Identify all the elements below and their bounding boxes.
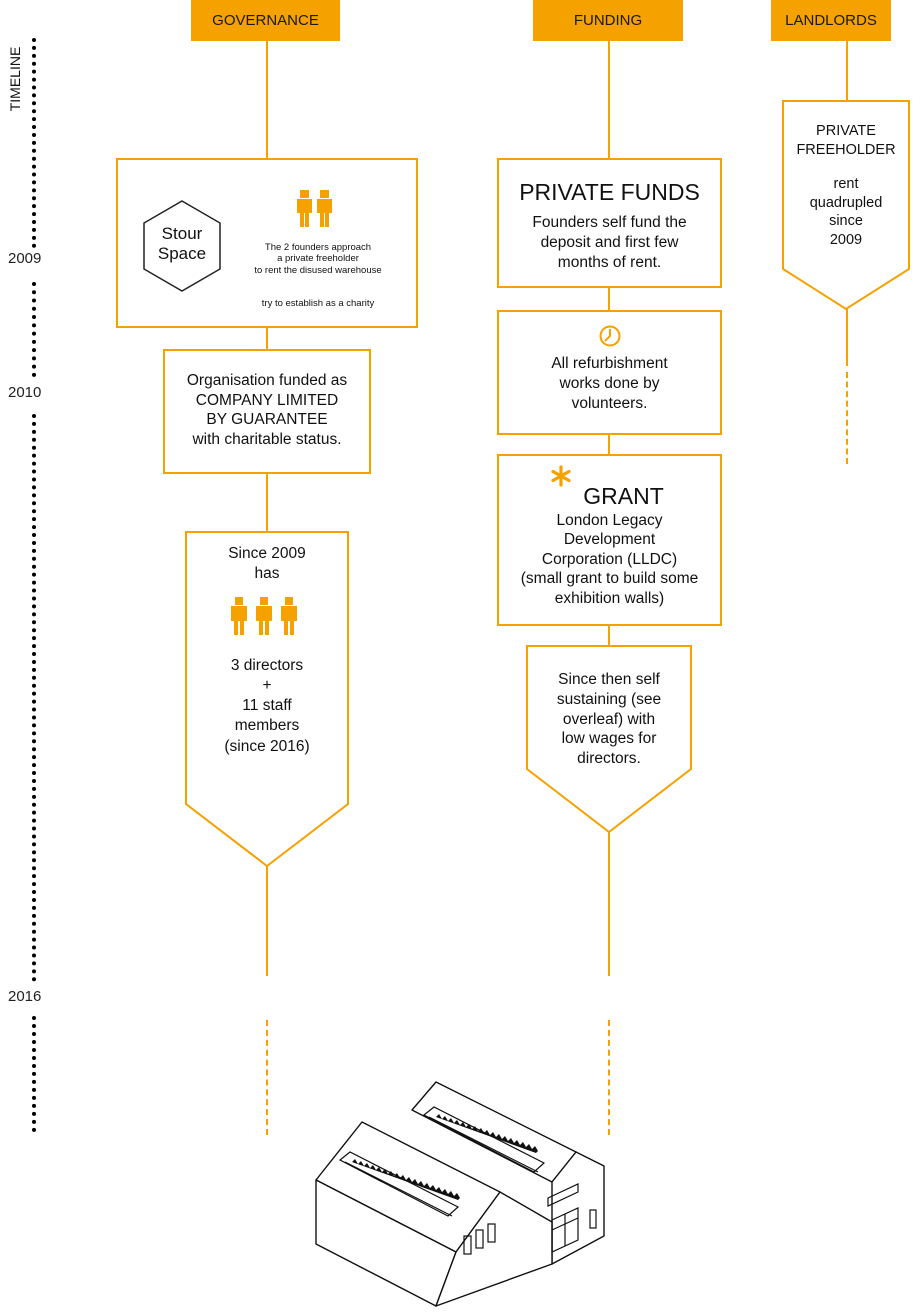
grant-line: London Legacy (556, 512, 663, 529)
private-funds-box: PRIVATE FUNDS Founders self fund the dep… (497, 158, 722, 288)
refurbishment-text: All refurbishment works done by voluntee… (499, 354, 720, 414)
freeholder-shape (782, 100, 910, 311)
connector-line (266, 474, 268, 532)
self-sustaining-text: Since then self sustaining (see overleaf… (524, 670, 694, 769)
staff-shape (185, 531, 349, 868)
sustain-line: sustaining (see (556, 690, 662, 708)
charity-note: try to establish as a charity (261, 298, 375, 309)
freeholder-line: PRIVATE (816, 123, 876, 139)
private-line: Founders self fund the (532, 214, 687, 231)
connector-line (608, 435, 610, 454)
connector-dashed-line (266, 1020, 268, 1135)
staff-text-top: Since 2009 has (182, 544, 352, 584)
asterisk-icon (551, 465, 571, 487)
timeline-dotted-line (32, 414, 36, 982)
staff-text-bottom: 3 directors + 11 staff members (since 20… (182, 656, 352, 757)
sustain-line: overleaf) with (562, 710, 656, 728)
founders-line: The 2 founders approach (264, 242, 372, 253)
connector-line (266, 41, 268, 158)
staff-line: Since 2009 (228, 545, 306, 562)
refurbishment-box: All refurbishment works done by voluntee… (497, 310, 722, 435)
logo-line: Space (157, 244, 207, 264)
people-icon (231, 597, 297, 635)
organisation-text: Organisation funded as COMPANY LIMITED B… (165, 371, 369, 449)
grant-title: GRANT (583, 483, 664, 509)
refurb-line: works done by (559, 375, 660, 393)
sustain-line: directors. (577, 750, 641, 768)
founders-text: The 2 founders approach a private freeho… (242, 242, 394, 276)
timeline-dotted-line (32, 1016, 36, 1132)
self-sustaining-shape (526, 645, 692, 834)
grant-line: Corporation (LLDC) (541, 550, 678, 568)
staff-line: + (262, 677, 272, 695)
founders-box: Stour Space The 2 founders approach a pr… (116, 158, 418, 328)
sustain-line: Since then self (558, 671, 660, 688)
connector-line (608, 626, 610, 645)
staff-line: 11 staff (242, 697, 292, 715)
warehouse-illustration (315, 1081, 605, 1307)
freeholder-line: FREEHOLDER (796, 141, 896, 158)
staff-line: (since 2016) (224, 737, 310, 755)
timeline-label-text: TIMELINE (7, 46, 23, 112)
timeline-dotted-line (32, 38, 36, 248)
connector-line (608, 288, 610, 310)
header-landlords: LANDLORDS (771, 0, 891, 41)
header-landlords-label: LANDLORDS (785, 12, 877, 29)
timeline-label: TIMELINE (2, 34, 28, 124)
sustain-line: low wages for (561, 730, 657, 748)
grant-line: (small grant to build some (520, 570, 699, 588)
connector-line (266, 866, 268, 976)
refurb-line: volunteers. (571, 395, 648, 413)
logo-line: Stour (161, 224, 203, 243)
year-2016: 2016 (8, 988, 42, 1005)
freeholder-line: rent (833, 175, 859, 192)
connector-line (846, 41, 848, 101)
org-line: BY GUARANTEE (206, 411, 328, 429)
people-icon (297, 190, 332, 227)
staff-line: has (254, 565, 280, 583)
org-line: Organisation funded as (186, 372, 348, 389)
hexagon-logo-icon (143, 200, 221, 292)
org-line: COMPANY LIMITED (195, 391, 339, 409)
timeline-dotted-line (32, 282, 36, 377)
founders-line: to rent the disused warehouse (254, 264, 382, 276)
organisation-box: Organisation funded as COMPANY LIMITED B… (163, 349, 371, 474)
grant-line: Development (563, 531, 656, 549)
freeholder-line: since (829, 213, 863, 230)
connector-line (608, 832, 610, 976)
staff-line: 3 directors (230, 657, 304, 674)
staff-line: members (234, 717, 300, 735)
header-funding-label: FUNDING (573, 12, 643, 29)
header-funding: FUNDING (533, 0, 683, 41)
clock-icon (599, 325, 621, 347)
private-funds-text: Founders self fund the deposit and first… (499, 213, 720, 273)
connector-line (846, 308, 848, 366)
freeholder-line: 2009 (829, 232, 863, 249)
refurb-line: All refurbishment (551, 355, 668, 372)
org-line: with charitable status. (192, 430, 342, 448)
year-2010: 2010 (8, 384, 42, 401)
connector-dashed-line (608, 1020, 610, 1135)
grant-text: London Legacy Development Corporation (L… (499, 511, 720, 608)
connector-dashed-line (846, 372, 848, 464)
freeholder-line: quadrupled (809, 194, 883, 211)
header-governance-label: GOVERNANCE (212, 12, 319, 29)
header-governance: GOVERNANCE (191, 0, 340, 41)
connector-line (266, 328, 268, 349)
private-funds-title: PRIVATE FUNDS (519, 179, 700, 205)
private-line: deposit and first few (540, 234, 679, 252)
logo-text: Stour Space (140, 224, 224, 265)
year-2009: 2009 (8, 250, 42, 267)
connector-line (608, 41, 610, 158)
founders-line: a private freeholder (277, 253, 359, 265)
grant-box: GRANT London Legacy Development Corporat… (497, 454, 722, 626)
private-line: months of rent. (557, 254, 662, 272)
grant-line: exhibition walls) (554, 589, 665, 607)
freeholder-text: PRIVATE FREEHOLDER rent quadrupled since… (781, 122, 911, 250)
